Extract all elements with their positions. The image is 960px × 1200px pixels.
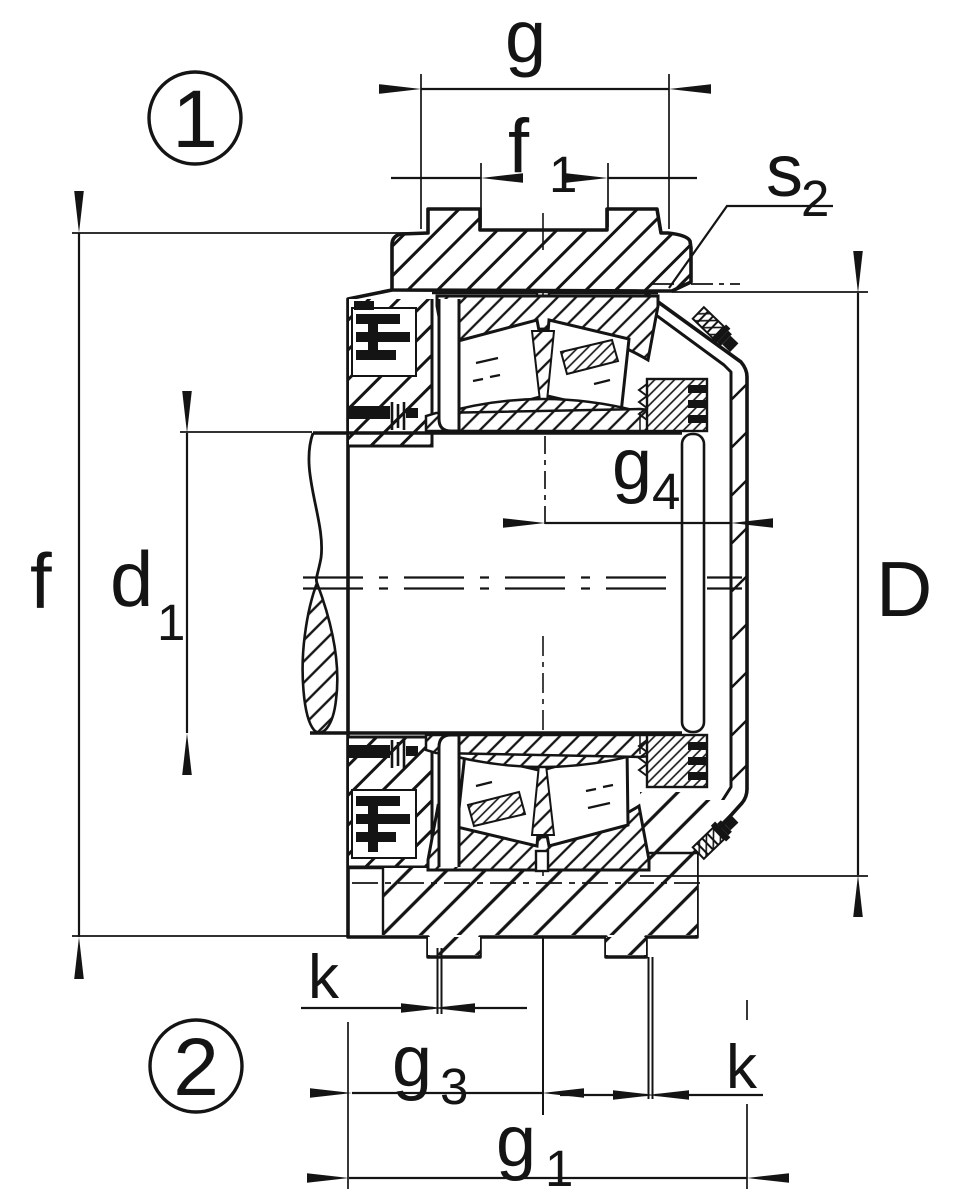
- callout-2: 2: [148, 1018, 244, 1114]
- callout-2-number: 2: [173, 1022, 219, 1113]
- dim-d1: d 1: [110, 391, 312, 775]
- seal-block-bottom: [348, 735, 434, 869]
- dim-label-g4: g: [612, 425, 652, 505]
- shaft-break-teardrop: [301, 579, 339, 734]
- base: [348, 792, 742, 955]
- seal-block-top: [348, 299, 434, 448]
- sleeve-nut-section-bottom: [637, 733, 709, 789]
- dim-label-g1: g: [496, 1102, 536, 1182]
- dim-k-right: k: [560, 957, 763, 1189]
- dim-label-f1-sub: 1: [549, 146, 577, 203]
- dim-label-d1: d: [110, 535, 153, 623]
- dim-f: f: [30, 191, 420, 979]
- dim-g4: g 4: [503, 425, 773, 528]
- lower-pin: [534, 849, 550, 873]
- dim-label-g: g: [505, 0, 546, 78]
- sleeve-nut-section-top: [637, 377, 709, 433]
- dim-label-s2-sub: 2: [801, 170, 829, 227]
- seal-carrier: [437, 299, 461, 867]
- dim-label-k-left: k: [308, 943, 340, 1012]
- callout-1: 1: [147, 70, 243, 166]
- dim-label-D: D: [876, 545, 932, 633]
- dim-f1: f 1: [391, 104, 697, 227]
- dim-D: D: [640, 251, 932, 917]
- dim-label-g1-sub: 1: [545, 1140, 573, 1197]
- housing-cap: [390, 207, 693, 314]
- dim-s2: s 2: [668, 129, 833, 289]
- dim-label-d1-sub: 1: [157, 594, 185, 651]
- dim-k-left: k: [301, 943, 527, 1014]
- callout-1-number: 1: [172, 74, 218, 165]
- dim-label-g3: g: [392, 1022, 432, 1102]
- axis-centerline: [303, 576, 742, 590]
- dim-label-g4-sub: 4: [652, 463, 680, 520]
- dim-label-s2: s: [766, 129, 803, 212]
- shaft: [301, 431, 682, 735]
- dim-g: g: [379, 0, 711, 229]
- slope-bolt-top: [691, 305, 739, 352]
- dim-label-k-right: k: [726, 1033, 758, 1102]
- dim-g3: g 3: [310, 1022, 584, 1189]
- dim-label-f: f: [30, 537, 52, 625]
- slope-bolt-bottom: [691, 814, 739, 861]
- dim-g1: g 1: [307, 1102, 789, 1197]
- sleeve-nut: [637, 377, 709, 789]
- side-wall: [730, 383, 748, 782]
- dim-label-f1: f: [508, 104, 530, 189]
- dim-label-g3-sub: 3: [440, 1058, 468, 1115]
